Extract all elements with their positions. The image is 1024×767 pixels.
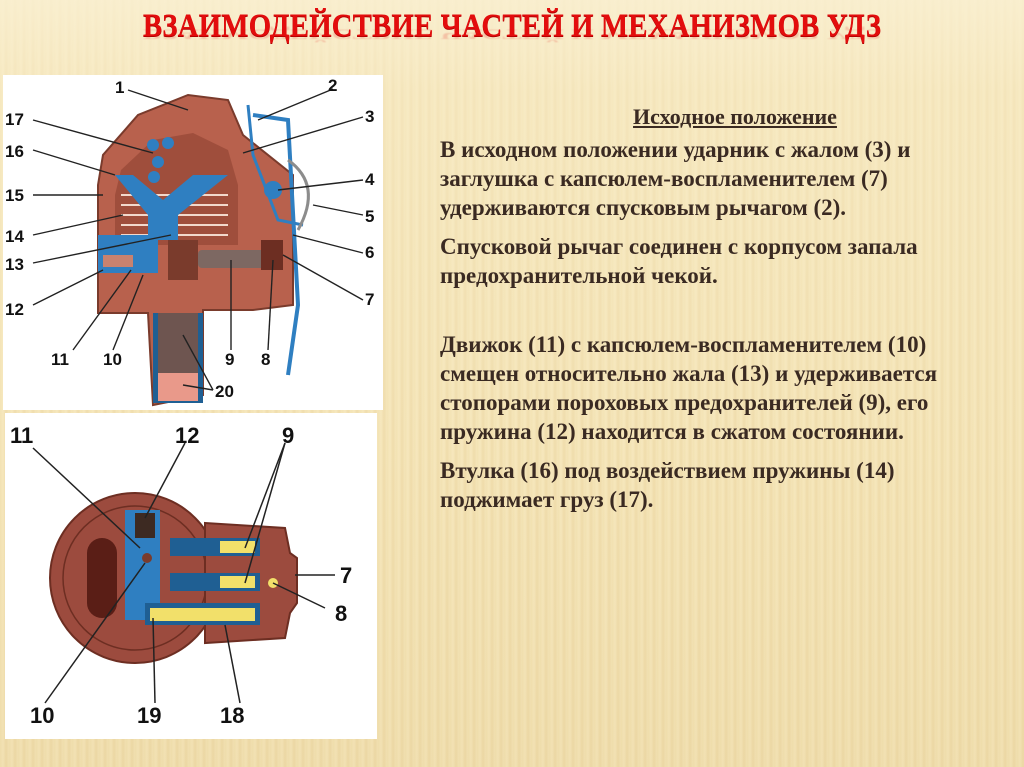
label-16: 16 [5, 142, 24, 161]
label-9: 9 [282, 423, 294, 448]
label-18: 18 [220, 703, 244, 728]
label-17: 17 [5, 110, 24, 129]
label-6: 6 [365, 243, 374, 262]
paragraph-sleeve: Втулка (16) под воздействием пружины (14… [440, 458, 895, 512]
label-7: 7 [365, 290, 374, 309]
paragraph-initial-position: В исходном положении ударник с жалом (3)… [440, 137, 911, 220]
fuze-top-section-drawing: 11 12 9 7 8 10 19 18 [10, 423, 352, 728]
section-heading: Исходное положение [633, 104, 837, 129]
label-10: 10 [30, 703, 54, 728]
label-9: 9 [225, 350, 234, 369]
label-8: 8 [261, 350, 270, 369]
fuze-top-section-diagram: 11 12 9 7 8 10 19 18 [5, 413, 377, 739]
label-3: 3 [365, 107, 374, 126]
label-8: 8 [335, 601, 347, 626]
label-5: 5 [365, 207, 374, 226]
label-13: 13 [5, 255, 24, 274]
label-7: 7 [340, 563, 352, 588]
fuze-side-section-diagram: 1 2 3 4 5 6 7 8 9 10 11 12 13 14 15 16 1… [3, 75, 383, 410]
label-2: 2 [328, 76, 337, 95]
label-10: 10 [103, 350, 122, 369]
label-20: 20 [215, 382, 234, 401]
paragraph-release-lever: Спусковой рычаг соединен с корпусом запа… [440, 234, 918, 288]
paragraph-slider: Движок (11) с капсюлем-воспламенителем (… [440, 332, 938, 444]
label-1: 1 [115, 78, 124, 97]
label-11: 11 [10, 423, 33, 448]
label-12: 12 [175, 423, 199, 448]
label-11: 11 [51, 350, 69, 369]
description-text-block: Исходное положение В исходном положении … [440, 102, 1010, 524]
slide-title: ВЗАИМОДЕЙСТВИЕ ЧАСТЕЙ И МЕХАНИЗМОВ УДЗ [142, 8, 882, 44]
label-14: 14 [5, 227, 24, 246]
label-12: 12 [5, 300, 24, 319]
label-19: 19 [137, 703, 161, 728]
label-15: 15 [5, 186, 24, 205]
fuze-side-section-drawing: 1 2 3 4 5 6 7 8 9 10 11 12 13 14 15 16 1… [5, 76, 375, 407]
label-4: 4 [365, 170, 375, 189]
